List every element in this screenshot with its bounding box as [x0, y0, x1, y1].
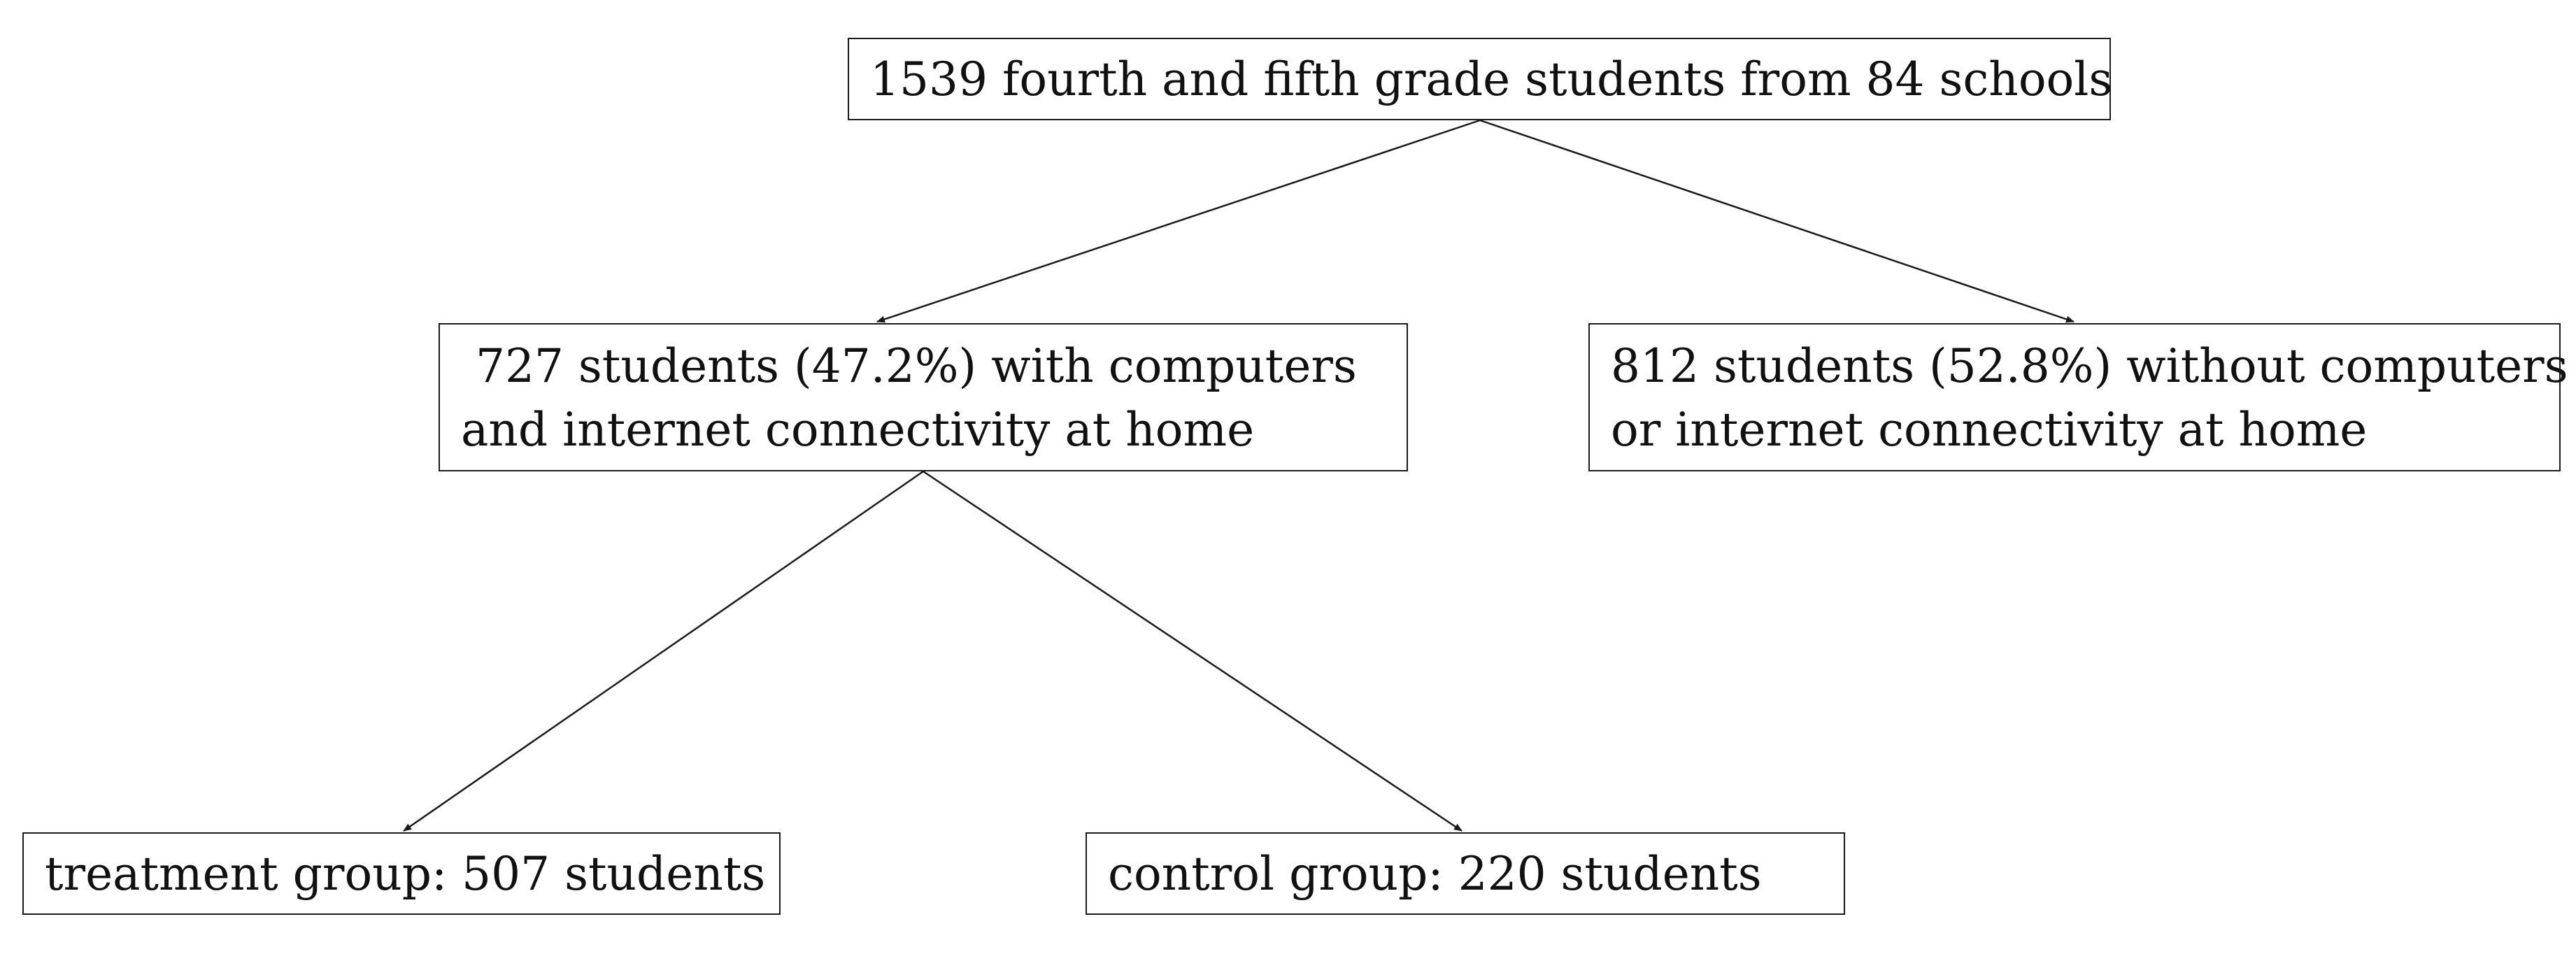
- node-without-computers-line-1: 812 students (52.8%) without computers: [1611, 339, 2568, 393]
- node-treatment-group: treatment group: 507 students: [22, 832, 781, 915]
- node-control-group: control group: 220 students: [1086, 832, 1845, 915]
- edge-root-to-without-access: [1479, 119, 2075, 323]
- edge-with-access-to-treatment: [403, 470, 924, 832]
- edge-root-to-with-access: [876, 119, 1481, 323]
- node-with-computers: 727 students (47.2%) with computers and …: [439, 323, 1408, 471]
- node-without-computers-line-2: or internet connectivity at home: [1611, 403, 2368, 457]
- node-treatment-group-text: treatment group: 507 students: [45, 847, 766, 901]
- edge-with-access-to-control: [923, 470, 1463, 832]
- node-with-computers-line-1: 727 students (47.2%) with computers: [461, 339, 1357, 393]
- node-all-students: 1539 fourth and fifth grade students fro…: [848, 38, 2113, 120]
- node-with-computers-line-2: and internet connectivity at home: [461, 403, 1255, 457]
- node-all-students-text: 1539 fourth and fifth grade students fro…: [870, 52, 2113, 106]
- node-without-computers: 812 students (52.8%) without computers o…: [1588, 323, 2568, 471]
- node-control-group-text: control group: 220 students: [1108, 847, 1762, 901]
